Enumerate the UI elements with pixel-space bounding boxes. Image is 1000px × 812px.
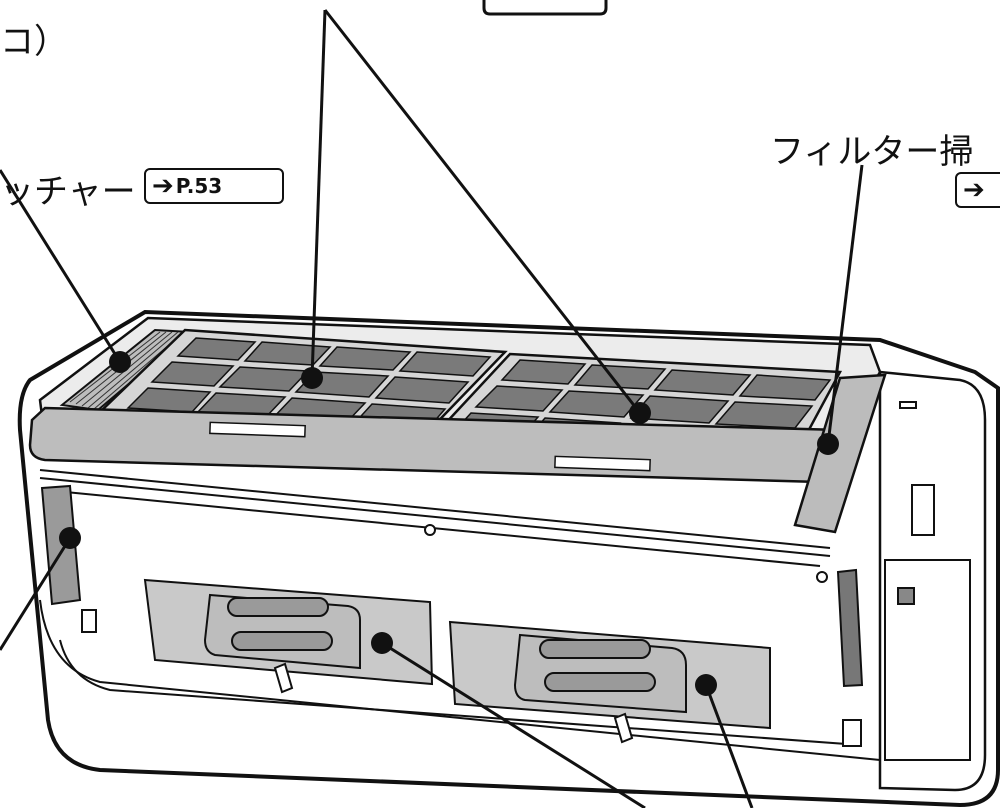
dot-catcher	[109, 351, 131, 373]
right-handle	[836, 568, 864, 688]
right-side-inner	[884, 559, 971, 761]
latch-right	[554, 455, 651, 472]
screw-center	[424, 524, 436, 536]
bottom-tab-right	[613, 712, 634, 744]
right-clip-a	[911, 484, 935, 536]
arrow-right-icon: ➔	[963, 175, 985, 205]
top-ref-box-fragment	[482, 0, 608, 16]
left-slot	[40, 484, 82, 606]
right-side-panel	[878, 370, 987, 792]
dot-panel-right	[695, 674, 717, 696]
dot-filter-left	[301, 367, 323, 389]
dot-left-slot	[59, 527, 81, 549]
catcher-page-ref[interactable]: ➔ P.53	[144, 168, 284, 204]
front-rim-2	[39, 599, 881, 761]
catcher-page-number: P.53	[175, 174, 223, 198]
dot-filter-right	[629, 402, 651, 424]
bottom-tab-left	[273, 662, 294, 694]
right-clip-b	[897, 587, 915, 605]
leader-lines	[0, 9, 864, 810]
left-clip	[81, 609, 97, 633]
filter-cleaner-label: フィルター掃	[770, 132, 974, 172]
panel-grips	[203, 593, 687, 714]
latch-left	[209, 421, 306, 438]
filter-cleaner-page-ref[interactable]: ➔	[955, 172, 1000, 208]
filter-left-cells	[126, 337, 492, 433]
arrow-right-icon: ➔	[152, 171, 174, 201]
top-left-fragment-label: コ）	[0, 22, 68, 62]
dot-panel-left	[371, 632, 393, 654]
callout-dots	[59, 351, 839, 696]
right-slot	[899, 401, 917, 409]
right-lower-clip	[842, 719, 862, 747]
front-rim	[59, 639, 861, 746]
filter-cleaner-strip	[793, 373, 887, 534]
catcher-label: ッチャー	[0, 172, 136, 212]
dot-filter-cleaner	[817, 433, 839, 455]
screw-right	[816, 571, 828, 583]
